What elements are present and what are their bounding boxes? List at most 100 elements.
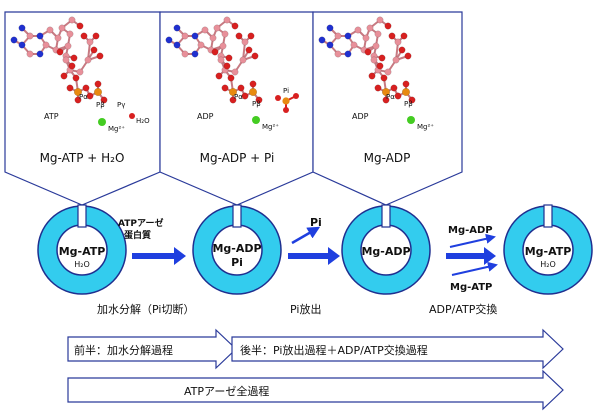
molecule-atom [235,32,243,40]
molecule-atom [364,48,372,56]
first-half-label: 前半：加水分解過程 [74,343,173,357]
pi-release-label: Pi [310,216,322,229]
exchange-adp-label: Mg-ADP [448,225,493,236]
molecule-atom [56,48,64,56]
molecule-atom [247,32,255,40]
molecule-atom [18,24,26,32]
molecule-atom [82,84,90,92]
molecule-atom [249,80,257,88]
molecule-atom [58,24,66,32]
molecule-atom [18,41,26,49]
whole-process-label: ATPアーゼ全過程 [184,384,269,398]
step-pi-release: Pi放出 [290,302,321,316]
enzyme-ring-4: Mg-ATP H₂O [503,204,593,295]
molecule-atom [74,96,82,104]
atp-molecule-model [10,16,108,104]
molecule-atom [390,84,398,92]
p-beta-label: Pβ [96,101,105,109]
molecule-atom [394,92,402,100]
molecule-atom [376,62,384,70]
molecule-atom [96,52,104,60]
molecule-atom [42,41,50,49]
molecule-atom [380,74,388,82]
molecule-atom [165,36,173,44]
molecule-atom [231,22,239,30]
molecule-atom [376,16,384,24]
adp-molecule-model [165,16,263,104]
molecule-atom [326,24,334,32]
molecule-atom [62,56,70,64]
molecule-atom [368,72,376,80]
molecule-atom [94,80,102,88]
mg-ion-label: Mg²⁺ [108,125,125,133]
atp-in-arrow [451,261,498,276]
molecule-atom [191,32,199,40]
molecule-atom [326,41,334,49]
whole-process-arrow: ATPアーゼ全過程 [67,369,564,411]
molecule-atom [388,32,396,40]
panel-callout-outline [4,11,161,206]
step-exchange: ADP/ATP交換 [429,302,497,316]
molecule-atom [26,32,34,40]
molecule-atom [66,30,74,38]
molecule-atom [72,74,80,82]
molecule-atom [401,87,411,97]
molecule-atom [239,56,247,64]
ring-sublabel: H₂O [540,260,556,269]
p-beta-label: Pβ [404,100,413,108]
panel-mg-adp: ADP Pα Pβ Mg²⁺ Mg-ADP [312,11,463,206]
p-alpha-label: Pα [79,93,88,101]
molecule-atom [229,96,237,104]
p-alpha-label: Pα [386,93,395,101]
molecule-atom [215,72,223,80]
molecule-atom [248,87,258,97]
molecule-atom [404,52,412,60]
molecule-atom [73,87,83,97]
molecule-ball-stick [165,16,263,104]
molecule-atom [76,22,84,30]
molecule-atom [225,54,233,62]
molecule-atom [378,54,386,62]
molecule-atom [181,50,189,58]
molecule-atom [221,30,229,38]
ring-label: Mg-ATP [525,245,572,258]
molecule-atom [227,74,235,82]
molecule-atom [64,42,72,50]
enzyme-label: ATPアーゼ [118,217,163,229]
molecule-atom [93,87,103,97]
enzyme-ring-2: Mg-ADP Pi [192,204,282,295]
molecule-atom [255,96,263,104]
pi-release-arrow: Pi [288,216,340,265]
panel-caption: Mg-ADP + Pi [200,151,275,165]
molecule-atom [223,62,231,70]
molecule-atom [92,32,100,40]
molecule-ball-stick [10,16,108,104]
second-half-process-arrow: 後半：Pi放出過程＋ADP/ATP交換過程 [231,328,564,370]
molecule-atom [36,50,44,58]
enzyme-ring-3: Mg-ADP [341,204,431,295]
molecule-atom [197,41,205,49]
molecule-ball-stick [318,16,416,104]
molecule-atom [362,34,370,42]
molecule-atom [400,32,408,40]
molecule-atom [344,50,352,58]
panel-mg-atp: ATP Pα Pβ Pγ Mg²⁺ H₂O Mg-ATP + H₂O [4,11,161,206]
first-half-process-arrow: 前半：加水分解過程 [67,328,237,370]
molecule-atom [223,16,231,24]
molecule-atom [366,24,374,32]
molecule-atom [398,46,406,54]
ring-slot [381,204,391,228]
molecule-atom [10,36,18,44]
molecule-atom [219,42,227,50]
molecule-atom [181,32,189,40]
molecule-atom [245,46,253,54]
molecule-atom [191,50,199,58]
mg-ion-ball [252,116,260,124]
molecule-atom [241,38,249,46]
molecule-atom [211,48,219,56]
molecule-atom [392,56,400,64]
molecule-atom [221,84,229,92]
molecule-atom [84,56,92,64]
molecule-atom [344,32,352,40]
